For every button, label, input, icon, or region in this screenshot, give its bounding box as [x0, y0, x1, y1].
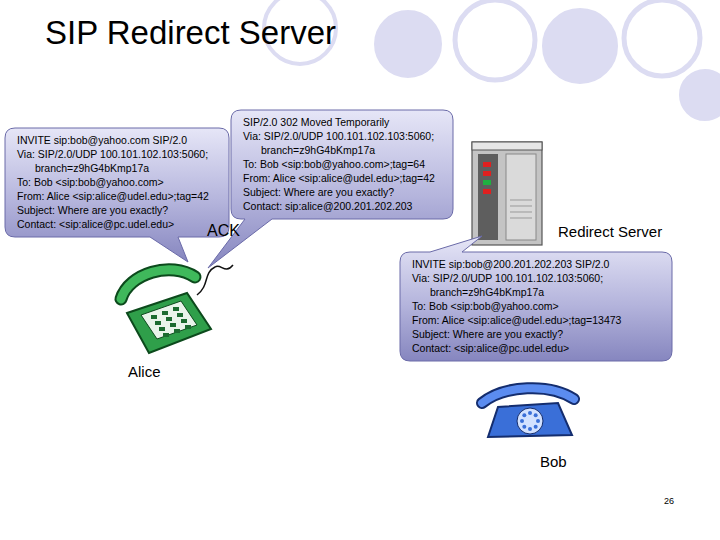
sip-header-line: To: Bob <sip:bob@yahoo.com>;tag=64 [243, 157, 445, 171]
slide-title: SIP Redirect Server [45, 14, 336, 52]
deco-circle [677, 67, 720, 123]
sip-header-line: From: Alice <sip:alice@udel.edu>;tag=134… [412, 313, 664, 327]
node-label: Bob [540, 453, 567, 470]
deco-circle [540, 6, 620, 86]
node-label: Alice [128, 363, 161, 380]
message-label: ACK [207, 222, 240, 240]
sip-header-line: Contact: sip:alice@200.201.202.203 [243, 199, 445, 213]
sip-header-line: Via: SIP/2.0/UDP 100.101.102.103:5060; b… [17, 147, 221, 175]
callout-outline [400, 236, 672, 361]
node-illustration [115, 255, 215, 355]
phone-node: Bob [478, 385, 578, 445]
sip-header-line: INVITE sip:bob@200.201.202.203 SIP/2.0 [412, 257, 664, 271]
sip-header-line: SIP/2.0 302 Moved Temporarily [243, 115, 445, 129]
callout-outline [208, 110, 453, 268]
phone-illustration [482, 388, 574, 437]
sip-header-line: Subject: Where are you exactly? [17, 203, 221, 217]
sip-header-line: From: Alice <sip:alice@udel.edu>;tag=42 [243, 171, 445, 185]
page-number: 26 [664, 496, 674, 506]
message-callout: INVITE sip:bob@yahoo.com SIP/2.0Via: SIP… [5, 128, 229, 237]
message-callout: SIP/2.0 302 Moved TemporarilyVia: SIP/2.… [231, 110, 453, 219]
sip-header-line: Contact: <sip:alice@pc.udel.edu> [412, 341, 664, 355]
server-illustration [472, 142, 542, 245]
sip-header-line: Via: SIP/2.0/UDP 100.101.102.103:5060; b… [412, 271, 664, 299]
sip-header-line: INVITE sip:bob@yahoo.com SIP/2.0 [17, 133, 221, 147]
callout-outline [5, 128, 229, 262]
deco-circle [372, 8, 444, 80]
node-illustration [478, 385, 578, 445]
sip-header-line: Via: SIP/2.0/UDP 100.101.102.103:5060; b… [243, 129, 445, 157]
sip-header-line: Subject: Where are you exactly? [243, 185, 445, 199]
node-illustration [470, 140, 545, 245]
phone-illustration [121, 265, 233, 353]
server-node: Redirect Server [470, 140, 545, 245]
deco-circle [624, 0, 700, 76]
phone-node: Alice [115, 255, 215, 355]
deco-circle [455, 0, 535, 80]
sip-header-line: Contact: <sip:alice@pc.udel.edu> [17, 217, 221, 231]
sip-header-line: To: Bob <sip:bob@yahoo.com> [17, 175, 221, 189]
sip-header-line: Subject: Where are you exactly? [412, 327, 664, 341]
node-label: Redirect Server [558, 223, 662, 240]
sip-header-line: From: Alice <sip:alice@udel.edu>;tag=42 [17, 189, 221, 203]
sip-header-line: To: Bob <sip:bob@yahoo.com> [412, 299, 664, 313]
message-callout: INVITE sip:bob@200.201.202.203 SIP/2.0Vi… [400, 252, 672, 361]
